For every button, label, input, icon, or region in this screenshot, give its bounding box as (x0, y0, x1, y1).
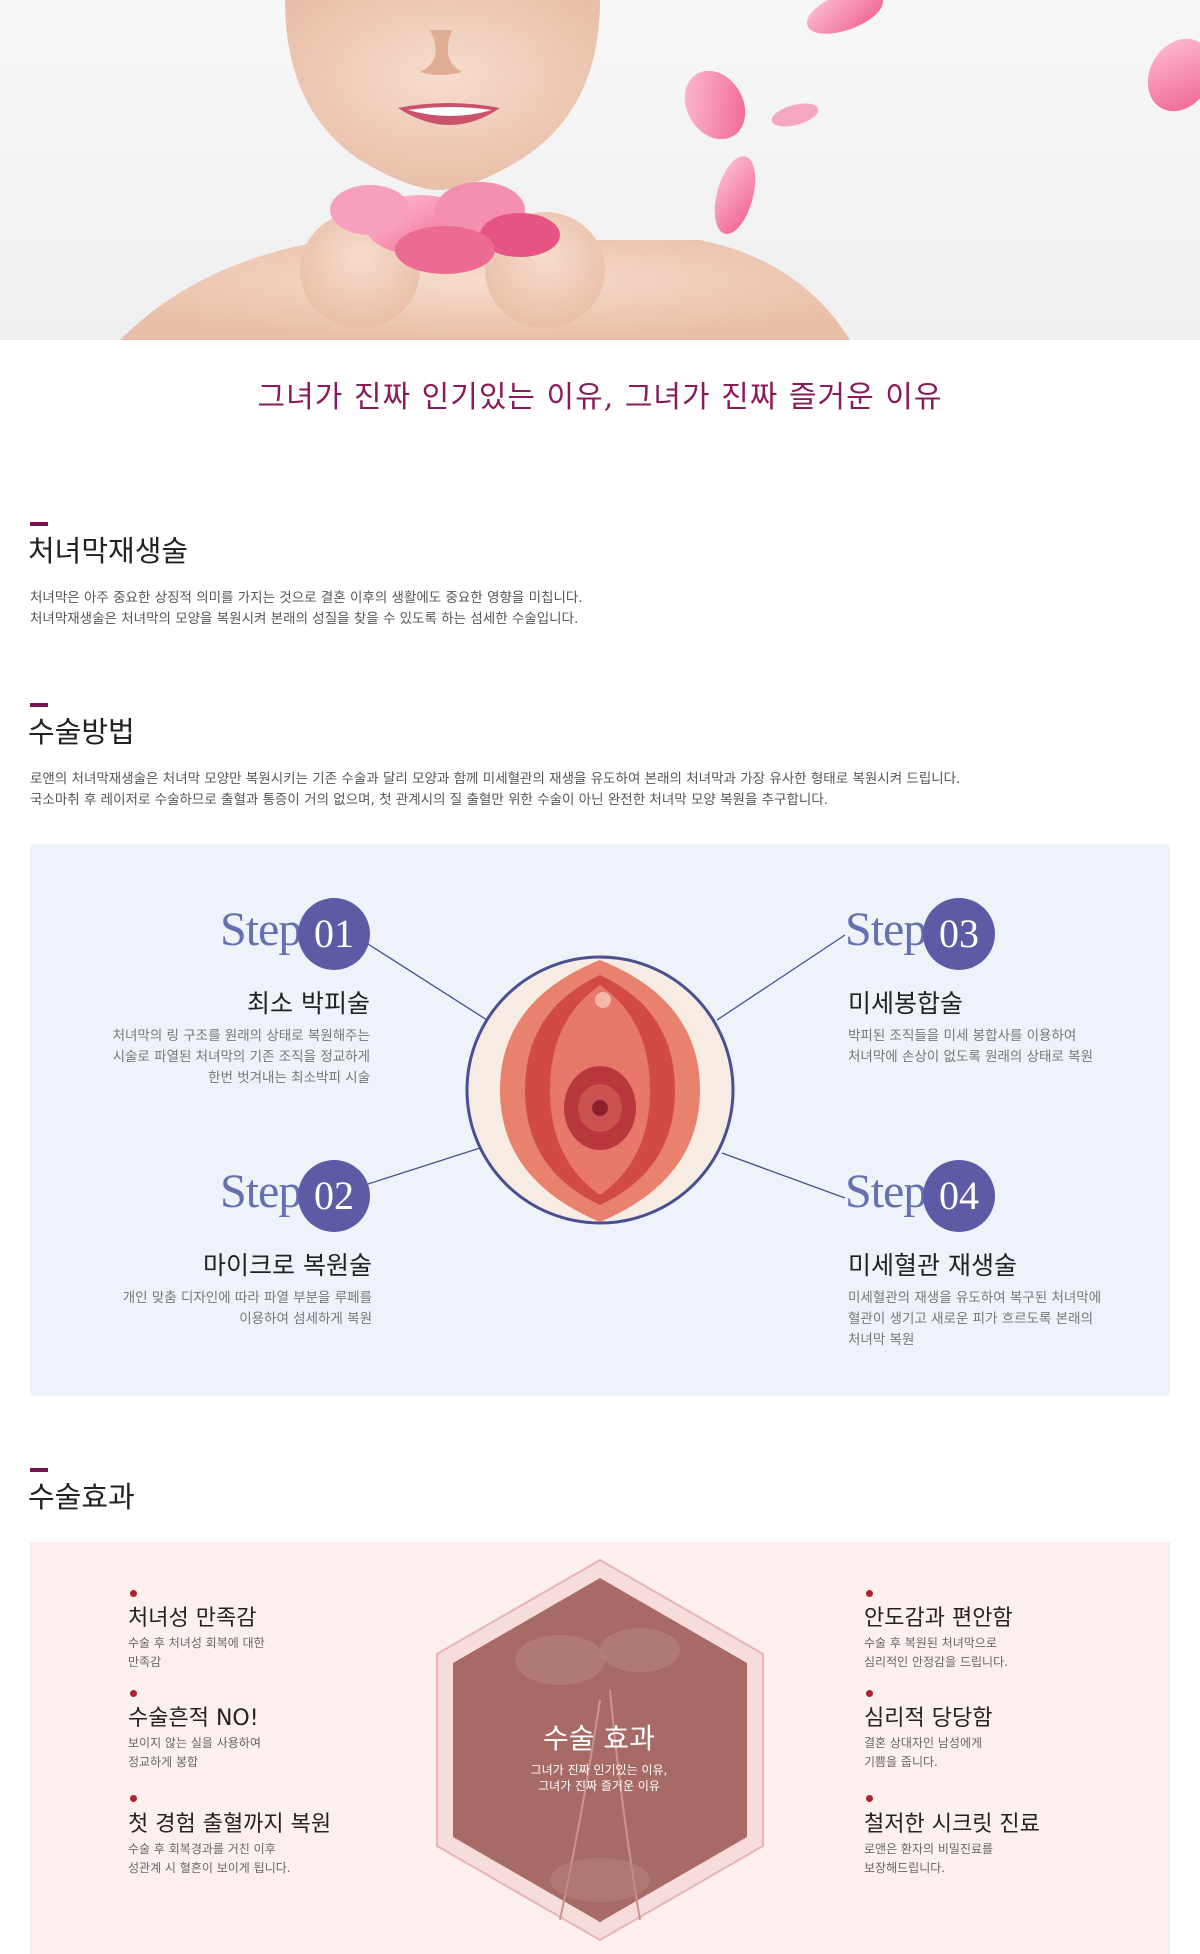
step-number-badge: 01 (298, 898, 370, 970)
step-title: 최소 박피술 (247, 989, 370, 1018)
effect-desc: 수술 후 처녀성 회복에 대한 만족감 (128, 1634, 265, 1672)
step-title: 마이크로 복원술 (203, 1251, 372, 1280)
desc-line: 개인 맞춤 디자인에 따라 파열 부분을 루페를 (122, 1290, 372, 1306)
bullet-dot (866, 1590, 873, 1597)
desc-line: 처녀막 복원 (848, 1332, 915, 1348)
step-02-label: Step 02 (220, 1160, 370, 1232)
desc-line: 처녀막에 손상이 없도록 원래의 상태로 복원 (848, 1049, 1094, 1065)
bullet-dot (866, 1690, 873, 1697)
step-word: Step (845, 1165, 927, 1218)
step-number-badge: 02 (298, 1160, 370, 1232)
effect-desc: 수술 후 회복경과를 거친 이후 성관계 시 혈흔이 보이게 됩니다. (128, 1840, 291, 1878)
step-word: Step (220, 1165, 302, 1218)
desc-line: 시술로 파열된 처녀막의 기존 조직을 정교하게 (112, 1049, 370, 1065)
step-01-label: Step 01 (220, 898, 370, 970)
tagline: 그녀가 진짜 인기있는 이유, 그녀가 진짜 즐거운 이유 (257, 380, 943, 415)
bullet-dot (130, 1590, 137, 1597)
effect-title: 첫 경험 출혈까지 복원 (128, 1812, 332, 1837)
effect-title: 안도감과 편안함 (864, 1606, 1013, 1631)
desc-line: 한번 벗겨내는 최소박피 시술 (208, 1070, 370, 1086)
desc-line: 수술 후 복원된 처녀막으로 (864, 1636, 997, 1650)
section-title-mark (30, 1468, 48, 1472)
bullet-dot (130, 1690, 137, 1697)
desc-line: 보장해드립니다. (864, 1861, 946, 1875)
step-title: 미세봉합술 (848, 989, 964, 1018)
desc-line: 로앤은 환자의 비밀진료를 (864, 1842, 994, 1856)
desc-line: 혈관이 생기고 새로운 피가 흐르도록 본래의 (848, 1311, 1094, 1327)
section-desc: 로앤의 처녀막재생술은 처녀막 모양만 복원시키는 기존 수술과 달리 모양과 … (30, 769, 960, 811)
effect-desc: 수술 후 복원된 처녀막으로 심리적인 안정감을 드립니다. (864, 1634, 1008, 1672)
desc-line: 로앤의 처녀막재생술은 처녀막 모양만 복원시키는 기존 수술과 달리 모양과 … (30, 771, 961, 787)
step-desc: 박피된 조직들을 미세 봉합사를 이용하여 처녀막에 손상이 없도록 원래의 상… (848, 1026, 1093, 1068)
step-number-badge: 03 (923, 898, 995, 970)
effect-title: 심리적 당당함 (864, 1706, 993, 1731)
desc-line: 결혼 상대자인 남성에게 (864, 1736, 983, 1750)
effect-title: 철저한 시크릿 진료 (864, 1812, 1040, 1837)
desc-line: 기쁨을 줍니다. (864, 1755, 938, 1769)
section-title-mark (30, 522, 48, 526)
step-desc: 미세혈관의 재생을 유도하여 복구된 처녀막에 혈관이 생기고 새로운 피가 흐… (848, 1288, 1101, 1351)
bullet-dot (866, 1795, 873, 1802)
bullet-dot (130, 1795, 137, 1802)
effect-desc: 결혼 상대자인 남성에게 기쁨을 줍니다. (864, 1734, 982, 1772)
hero-image (0, 0, 1200, 340)
effects-center-title: 수술 효과 (543, 1722, 655, 1755)
desc-line: 수술 후 처녀성 회복에 대한 (128, 1636, 265, 1650)
effects-center-sub: 그녀가 진짜 인기있는 이유, 그녀가 진짜 즐거운 이유 (494, 1762, 704, 1794)
effect-title: 수술흔적 NO! (128, 1706, 259, 1731)
desc-line: 수술 후 회복경과를 거친 이후 (128, 1842, 276, 1856)
section-title-mark (30, 703, 48, 707)
step-desc: 개인 맞춤 디자인에 따라 파열 부분을 루페를 이용하여 섬세하게 복원 (52, 1288, 372, 1330)
effect-desc: 로앤은 환자의 비밀진료를 보장해드립니다. (864, 1840, 993, 1878)
sub-line: 그녀가 진짜 인기있는 이유, (530, 1763, 668, 1777)
step-word: Step (845, 903, 927, 956)
desc-line: 박피된 조직들을 미세 봉합사를 이용하여 (848, 1028, 1077, 1044)
desc-line: 국소마취 후 레이저로 수술하므로 출혈과 통증이 거의 없으며, 첫 관계시의… (30, 792, 829, 808)
step-word: Step (220, 903, 302, 956)
desc-line: 처녀막의 링 구조를 원래의 상태로 복원해주는 (112, 1028, 370, 1044)
desc-line: 정교하게 봉합 (128, 1755, 199, 1769)
desc-line: 심리적인 안정감을 드립니다. (864, 1655, 1008, 1669)
step-number-badge: 04 (923, 1160, 995, 1232)
effect-title: 처녀성 만족감 (128, 1606, 257, 1631)
section-title-method: 수술방법 (28, 715, 135, 749)
step-03-label: Step 03 (845, 898, 995, 970)
section-title-effects: 수술효과 (28, 1480, 135, 1514)
step-title: 미세혈관 재생술 (848, 1251, 1017, 1280)
section-title-hymenoplasty: 처녀막재생술 (28, 534, 189, 568)
desc-line: 미세혈관의 재생을 유도하여 복구된 처녀막에 (848, 1290, 1102, 1306)
step-desc: 처녀막의 링 구조를 원래의 상태로 복원해주는 시술로 파열된 처녀막의 기존… (50, 1026, 370, 1089)
desc-line: 보이지 않는 실을 사용하여 (128, 1736, 261, 1750)
effect-desc: 보이지 않는 실을 사용하여 정교하게 봉합 (128, 1734, 261, 1772)
desc-line: 이용하여 섬세하게 복원 (239, 1311, 372, 1327)
desc-line: 만족감 (128, 1655, 162, 1669)
section-desc: 처녀막은 아주 중요한 상징적 의미를 가지는 것으로 결혼 이후의 생활에도 … (30, 588, 583, 630)
desc-line: 성관계 시 혈흔이 보이게 됩니다. (128, 1861, 291, 1875)
sub-line: 그녀가 진짜 즐거운 이유 (538, 1779, 660, 1793)
step-04-label: Step 04 (845, 1160, 995, 1232)
desc-line: 처녀막은 아주 중요한 상징적 의미를 가지는 것으로 결혼 이후의 생활에도 … (30, 590, 583, 606)
desc-line: 처녀막재생술은 처녀막의 모양을 복원시켜 본래의 성질을 찾을 수 있도록 하… (30, 611, 579, 627)
